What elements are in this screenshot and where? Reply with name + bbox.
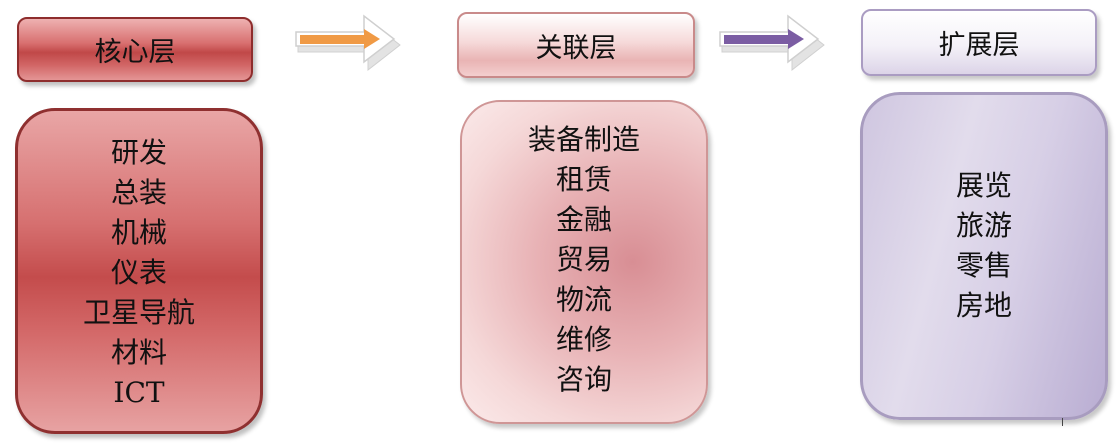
related-layer-item-list: 装备制造 租赁 金融 贸易 物流 维修 咨询	[528, 120, 640, 400]
arrow-2-body	[724, 35, 788, 44]
list-item: 旅游	[955, 209, 1012, 242]
arrow-1-head	[364, 29, 380, 49]
right-arrow-icon	[295, 14, 401, 72]
list-item: 金融	[555, 203, 612, 236]
list-item: 机械	[110, 216, 167, 249]
extension-layer-panel: 展览 旅游 零售 房地	[860, 92, 1108, 420]
list-item: 卫星导航	[82, 296, 195, 329]
list-item: 贸易	[555, 243, 612, 276]
list-item: 展览	[955, 169, 1012, 202]
arrow-1-body	[300, 35, 364, 44]
related-layer-title: 关联层	[535, 32, 617, 64]
core-layer-header: 核心层	[17, 17, 253, 82]
list-item: 装备制造	[527, 123, 640, 156]
list-item: ICT	[113, 376, 165, 409]
core-layer-panel: 研发 总装 机械 仪表 卫星导航 材料 ICT	[15, 108, 263, 434]
list-item: 零售	[955, 249, 1012, 282]
list-item: 材料	[110, 336, 167, 369]
extension-layer-header: 扩展层	[861, 9, 1097, 76]
extension-layer-title: 扩展层	[938, 30, 1020, 61]
core-layer-title: 核心层	[94, 37, 176, 68]
list-item: 研发	[110, 136, 167, 169]
related-layer-panel: 装备制造 租赁 金融 贸易 物流 维修 咨询	[460, 100, 708, 424]
list-item: 总装	[110, 176, 167, 209]
list-item: 物流	[555, 283, 612, 316]
list-item: 维修	[555, 323, 612, 356]
arrow-2-head	[788, 29, 804, 49]
related-layer-header: 关联层	[457, 12, 695, 78]
list-item: 租赁	[555, 163, 612, 196]
list-item: 仪表	[110, 256, 167, 289]
list-item: 房地	[955, 289, 1012, 322]
extension-layer-item-list: 展览 旅游 零售 房地	[956, 166, 1012, 326]
list-item: 咨询	[555, 363, 612, 396]
core-layer-item-list: 研发 总装 机械 仪表 卫星导航 材料 ICT	[83, 133, 195, 413]
right-arrow-icon	[719, 14, 825, 72]
corner-tick-mark	[1062, 418, 1063, 426]
